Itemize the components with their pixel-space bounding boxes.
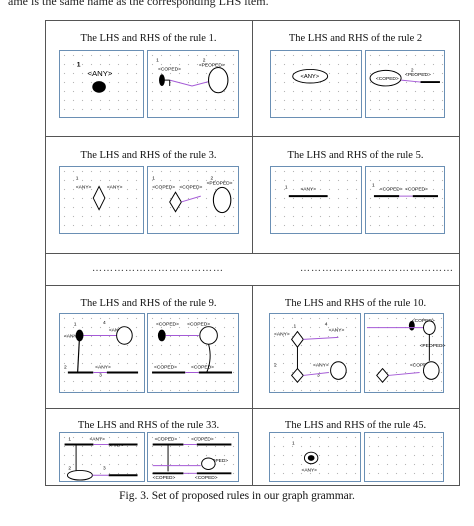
svg-text:1: 1 [74,322,77,328]
rule-45-lhs: 1 <ANY> [269,432,361,482]
rule-5-title: The LHS and RHS of the rule 5. [287,150,424,161]
svg-text:<ANY>: <ANY> [313,363,329,369]
rule-33-title: The LHS and RHS of the rule 33. [77,420,220,431]
svg-text:1: 1 [68,437,71,443]
rule-10-lhs: 1 4 <ANY> <ANY> 2 <ANY> 3 [269,313,361,393]
svg-text:<PEOPED>: <PEOPED> [420,343,446,349]
rule-2-title: The LHS and RHS of the rule 2 [288,33,423,44]
rule-1-node-label: <ANY> [87,69,112,78]
rule-45-rhs [364,432,444,482]
rule-33-lhs: 1 <ANY> <ANY> 2 <ANY> 3 [59,432,145,482]
figure-caption: Fig. 3. Set of proposed rules in our gra… [119,490,355,502]
rule-3-rhs: 1 <COPED> <COPED> 2 <PEOPED> [147,166,239,234]
svg-text:2: 2 [64,365,67,371]
rule-45-title: The LHS and RHS of the rule 45. [284,420,427,431]
svg-text:<COPED>: <COPED> [156,322,179,328]
svg-text:<COPED>: <COPED> [405,186,428,192]
rule-1-title: The LHS and RHS of the rule 1. [80,33,217,44]
svg-text:<COPED>: <COPED> [153,475,176,481]
svg-text:<ANY>: <ANY> [274,331,290,337]
svg-text:<PEOPED>: <PEOPED> [405,72,431,78]
svg-text:<COPED>: <COPED> [195,475,218,481]
svg-text:<COPED>: <COPED> [152,184,175,190]
svg-text:3: 3 [103,465,106,471]
svg-text:4: 4 [325,322,328,328]
svg-text:<COPED>: <COPED> [191,365,214,371]
svg-text:<COPED>: <COPED> [380,186,403,192]
svg-text:1: 1 [294,324,297,330]
rule-5-rhs: 1 <COPED> <COPED> [365,166,445,234]
svg-text:2: 2 [210,176,213,182]
row-divider-1 [45,136,459,137]
rule-9-title: The LHS and RHS of the rule 9. [80,298,217,309]
rule-1-rhs: 1 <COPED> 2 <PEOPED> [147,50,239,118]
svg-text:1: 1 [76,176,79,182]
svg-text:<COPED>: <COPED> [154,365,177,371]
svg-text:<ANY>: <ANY> [300,186,316,192]
rule-9-rhs: <COPED> <COPED> <COPED> <COPED> [147,313,239,393]
svg-text:<COPED>: <COPED> [410,363,433,369]
svg-text:2: 2 [411,67,414,73]
row-divider-2 [45,253,459,254]
svg-text:1: 1 [156,58,159,64]
rule-1-black-node [92,81,106,93]
svg-text:<COPED>: <COPED> [191,437,214,443]
rule-3-lhs: 1 <ANY> <ANY> [59,166,144,234]
rule-10-title: The LHS and RHS of the rule 10. [284,298,427,309]
svg-text:1: 1 [292,441,295,447]
svg-text:2: 2 [203,58,206,64]
svg-text:<COPED>: <COPED> [187,322,210,328]
svg-text:2: 2 [274,363,277,369]
column-divider-bottom [252,285,253,485]
svg-text:2: 2 [68,465,71,471]
rule-2-lhs: <ANY> [270,50,362,118]
svg-text:1: 1 [372,182,375,188]
svg-text:<COPED>: <COPED> [158,66,181,72]
top-cutoff-text: ame is the same name as the correspondin… [8,0,269,8]
svg-text:3: 3 [317,372,320,378]
svg-text:<ANY>: <ANY> [76,184,92,190]
ellipsis-left: ……………………………… [92,263,224,274]
row-divider-3 [45,285,459,286]
svg-text:4: 4 [103,320,106,326]
svg-text:<ANY>: <ANY> [64,333,80,339]
rule-1-node-id: 1 [77,62,81,69]
svg-text:<ANY>: <ANY> [90,437,106,443]
svg-text:<COPED>: <COPED> [376,76,399,82]
svg-text:<COPED>: <COPED> [412,318,435,324]
row-divider-4 [45,408,459,409]
svg-text:<COPED>: <COPED> [155,437,178,443]
rule-33-rhs: <COPED> <COPED> <PEOPED> <COPED> <COPED> [147,432,239,482]
svg-text:<ANY>: <ANY> [95,365,111,371]
svg-text:<ANY>: <ANY> [329,328,345,334]
svg-text:<PEOPED>: <PEOPED> [203,458,229,464]
rule-2-rhs: <COPED> 2 <PEOPED> [365,50,445,118]
rule-3-title: The LHS and RHS of the rule 3. [80,150,217,161]
svg-text:<PEOPED>: <PEOPED> [199,63,225,69]
rule-5-lhs: 1 <ANY> [270,166,362,234]
rule-1-lhs: 1 <ANY> [59,50,144,118]
svg-text:<PEOPED>: <PEOPED> [207,180,233,186]
svg-text:<ANY>: <ANY> [109,328,125,334]
svg-text:1: 1 [285,184,288,190]
svg-text:<COPED>: <COPED> [179,184,202,190]
svg-text:3: 3 [99,372,102,378]
rule-9-lhs: 1 4 <ANY> <ANY> 2 <ANY> 3 [59,313,145,393]
rule-10-rhs: <COPED> <PEOPED> <COPED> [364,313,446,393]
ellipsis-right: …………………………………… [300,263,454,274]
svg-text:<ANY>: <ANY> [300,74,319,80]
svg-text:<ANY>: <ANY> [302,467,318,473]
svg-text:<ANY>: <ANY> [107,184,123,190]
svg-text:1: 1 [152,176,155,182]
